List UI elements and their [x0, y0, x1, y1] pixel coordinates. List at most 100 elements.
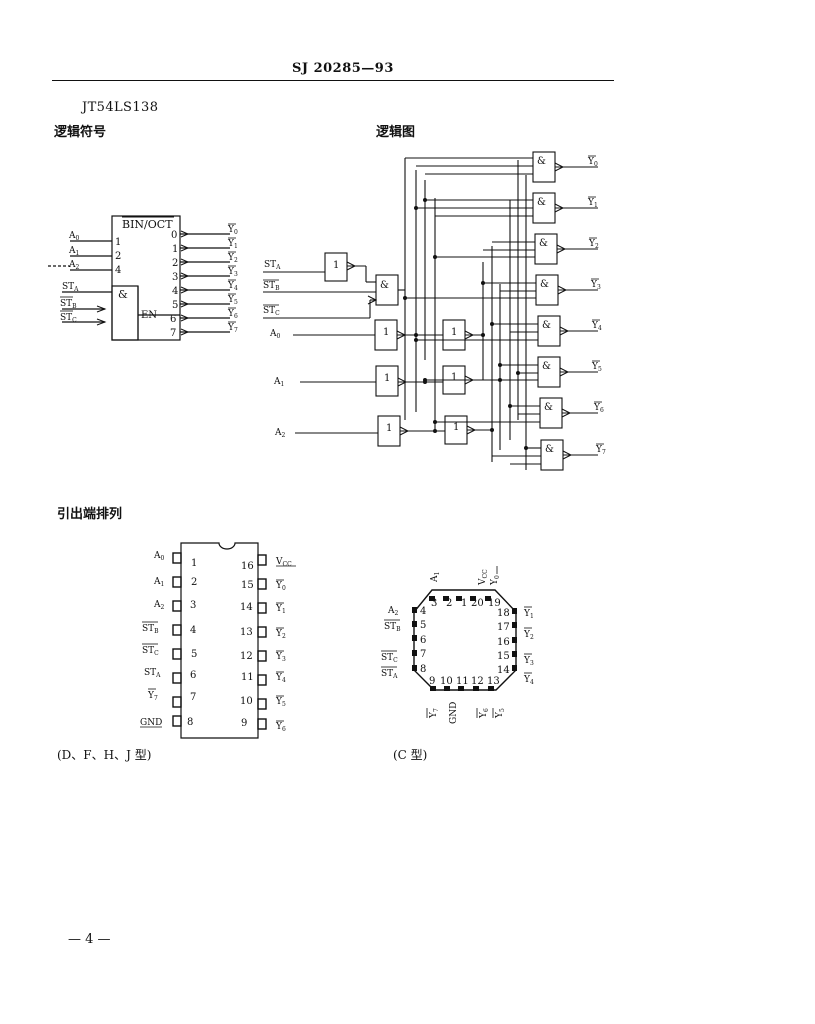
svg-text:STC: STC	[263, 306, 280, 317]
svg-text:Y4: Y4	[275, 673, 286, 684]
svg-text:STC: STC	[60, 313, 77, 324]
lcc-pin-number: 10	[440, 676, 453, 687]
dip-pin-number: 9	[241, 718, 247, 729]
svg-text:Y6: Y6	[275, 722, 286, 733]
header-rule	[52, 80, 614, 81]
lcc-pin-number: 12	[471, 676, 484, 687]
svg-text:A1: A1	[153, 577, 164, 588]
svg-text:1: 1	[451, 372, 457, 383]
lcc-pin-number: 2	[446, 598, 452, 609]
block-title: BIN/OCT	[122, 218, 173, 231]
svg-text:A2: A2	[274, 428, 286, 439]
lcc-pin-number: 3	[431, 598, 437, 609]
dip-pin-number: 3	[190, 600, 196, 611]
logic-diagram-heading: 逻辑图	[376, 125, 416, 140]
lcc-pin-number: 6	[420, 635, 426, 646]
svg-text:STB: STB	[263, 281, 280, 292]
svg-text:Y6: Y6	[593, 403, 604, 414]
inverter-gate	[375, 365, 399, 397]
svg-text:&: &	[542, 320, 551, 331]
dip-pin-number: 15	[241, 580, 254, 591]
output-number: 6	[170, 314, 176, 325]
lcc-caption: (C 型)	[393, 748, 428, 762]
dip-pin-number: 1	[191, 558, 197, 569]
dip-pin-number: 6	[190, 670, 196, 681]
svg-text:1: 1	[384, 373, 390, 384]
svg-text:Y1: Y1	[523, 609, 534, 620]
svg-text:Y6: Y6	[479, 708, 490, 719]
svg-text:A0: A0	[269, 329, 281, 340]
output-number: 4	[172, 286, 178, 297]
input-weight: 1	[115, 237, 121, 248]
svg-text:Y3: Y3	[227, 267, 238, 278]
svg-text:&: &	[540, 279, 549, 290]
svg-text:Y0: Y0	[587, 157, 598, 168]
svg-text:A1: A1	[430, 572, 441, 583]
svg-text:A1: A1	[68, 246, 79, 257]
enable-label: EN	[141, 310, 157, 321]
standard-number: SJ 20285—93	[292, 61, 394, 76]
svg-text:Y7: Y7	[429, 708, 440, 719]
svg-text:Y2: Y2	[523, 630, 534, 641]
dip-body	[180, 542, 259, 739]
svg-text:Y3: Y3	[275, 652, 286, 663]
output-number: 5	[172, 300, 178, 311]
svg-text:VCC: VCC	[478, 569, 489, 586]
svg-text:Y7: Y7	[147, 691, 158, 702]
output-number: 1	[172, 244, 178, 255]
dip-caption: (D、F、H、J 型)	[57, 748, 152, 762]
svg-text:1: 1	[451, 327, 457, 338]
svg-text:Y7: Y7	[595, 445, 606, 456]
lcc-pin-number: 11	[456, 676, 469, 687]
svg-text:Y2: Y2	[227, 253, 238, 264]
lcc-pin-number: 15	[497, 651, 510, 662]
svg-text:A0: A0	[153, 551, 165, 562]
svg-text:GND: GND	[140, 718, 162, 728]
svg-text:Y3: Y3	[523, 656, 534, 667]
svg-text:&: &	[539, 238, 548, 249]
svg-text:Y2: Y2	[275, 629, 286, 640]
svg-text:Y6: Y6	[227, 309, 238, 320]
svg-text:&: &	[537, 197, 546, 208]
lcc-pin-number: 8	[420, 664, 426, 675]
svg-text:&: &	[545, 444, 554, 455]
svg-text:Y3: Y3	[590, 280, 601, 291]
svg-text:Y0: Y0	[490, 575, 501, 586]
svg-text:Y5: Y5	[275, 697, 286, 708]
dip-pin-number: 5	[191, 649, 197, 660]
svg-text:&: &	[380, 280, 389, 291]
dip-pin-number: 4	[190, 625, 196, 636]
lcc-pin-number: 17	[497, 622, 510, 633]
svg-text:Y5: Y5	[227, 295, 238, 306]
dip-pin-number: 2	[191, 577, 197, 588]
output-number: 0	[171, 230, 177, 241]
svg-text:A0: A0	[68, 231, 80, 242]
svg-text:1: 1	[386, 423, 392, 434]
dip-pin-number: 12	[240, 651, 253, 662]
svg-text:Y1: Y1	[227, 239, 238, 250]
output-number: 2	[172, 258, 178, 269]
lcc-pin-number: 20	[471, 598, 484, 609]
dip-pin-number: 13	[240, 627, 253, 638]
output-number: 7	[170, 328, 176, 339]
svg-text:STA: STA	[144, 668, 161, 679]
svg-text:&: &	[544, 402, 553, 413]
svg-text:A1: A1	[273, 377, 284, 388]
input-weight: 4	[115, 265, 121, 276]
svg-text:1: 1	[453, 422, 459, 433]
svg-text:Y1: Y1	[275, 604, 286, 615]
svg-text:A2: A2	[387, 606, 399, 617]
svg-text:&: &	[537, 156, 546, 167]
dip-pin-number: 11	[241, 672, 254, 683]
dip-pin-number: 14	[240, 602, 253, 613]
and-symbol: &	[118, 288, 128, 301]
lcc-pin-number: 13	[487, 676, 500, 687]
lcc-pin-number: 4	[420, 606, 426, 617]
svg-text:Y4: Y4	[523, 675, 534, 686]
lcc-pin-number: 14	[497, 665, 510, 676]
lcc-pin-number: 9	[429, 676, 435, 687]
svg-text:Y5: Y5	[495, 708, 506, 719]
lcc-pin-number: 1	[461, 598, 467, 609]
